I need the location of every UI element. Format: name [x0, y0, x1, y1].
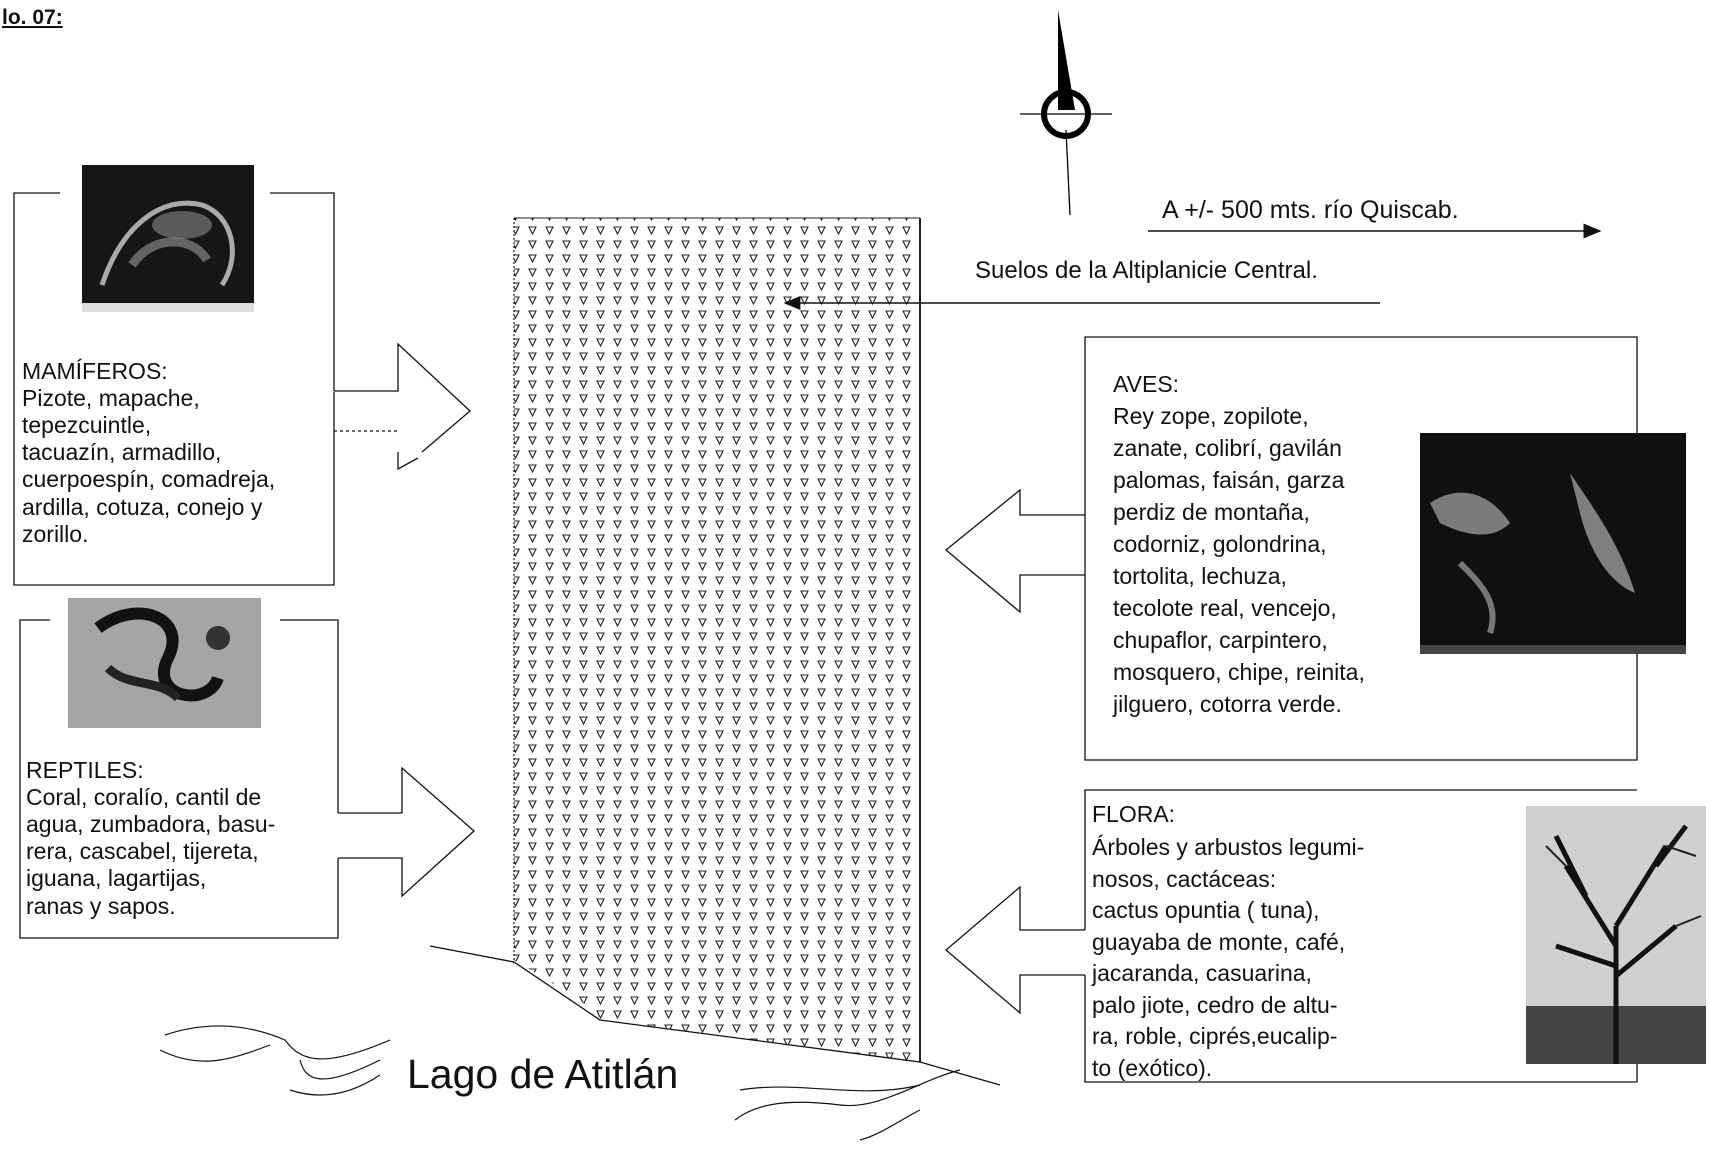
aves-photo: [1420, 433, 1686, 654]
flora-frame: [944, 789, 1638, 1083]
reptiles-body: Coral, coralío, cantil de agua, zumbador…: [26, 784, 276, 919]
aves-title: AVES:: [1113, 371, 1180, 397]
reptiles-photo: [68, 598, 261, 728]
figure-label: lo. 07:: [2, 6, 63, 29]
north-compass-icon: [1020, 10, 1112, 216]
mamiferos-frame: [13, 192, 471, 586]
mamiferos-title: MAMÍFEROS:: [22, 358, 168, 384]
lake-label: Lago de Atitlán: [407, 1051, 679, 1097]
river-distance-label: A +/- 500 mts. río Quiscab.: [1162, 196, 1459, 224]
flora-body: Árboles y arbustos legumi- nosos, cactác…: [1092, 834, 1365, 1081]
mamiferos-body: Pizote, mapache, tepezcuintle, tacuazín,…: [22, 385, 276, 547]
soil-label: Suelos de la Altiplanicie Central.: [975, 257, 1318, 284]
reptiles-title: REPTILES:: [26, 757, 144, 783]
reptiles-frame: [19, 619, 475, 939]
water-waves: [159, 1025, 961, 1141]
flora-photo: [1526, 806, 1706, 1064]
aves-body: Rey zope, zopilote, zanate, colibrí, gav…: [1113, 403, 1365, 717]
mamiferos-photo: [82, 165, 254, 312]
flora-title: FLORA:: [1092, 801, 1176, 827]
soil-column: [429, 217, 1001, 1100]
